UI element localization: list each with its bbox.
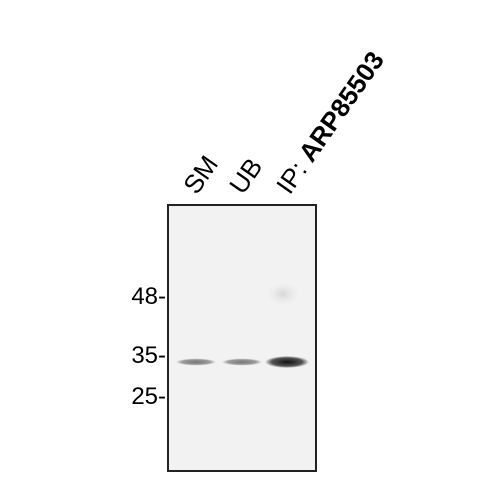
lane-label-ub-text: UB <box>223 152 269 200</box>
ip-smudge <box>267 282 299 306</box>
blot-membrane <box>167 204 317 472</box>
marker-35: 35- <box>131 342 166 369</box>
marker-25: 25- <box>131 383 166 410</box>
lane-label-sm-text: SM <box>177 149 225 200</box>
band-ub <box>222 358 262 366</box>
lane-label-ip-antibody: ARP85503 <box>292 45 390 168</box>
blot-image <box>176 282 309 368</box>
lane-label-sm: SM <box>177 149 225 200</box>
lane-label-ip: IP: ARP85503 <box>270 45 390 199</box>
band-sm <box>176 358 216 366</box>
marker-48: 48- <box>131 283 166 310</box>
lane-label-ub: UB <box>223 152 269 200</box>
band-ip <box>265 356 309 368</box>
